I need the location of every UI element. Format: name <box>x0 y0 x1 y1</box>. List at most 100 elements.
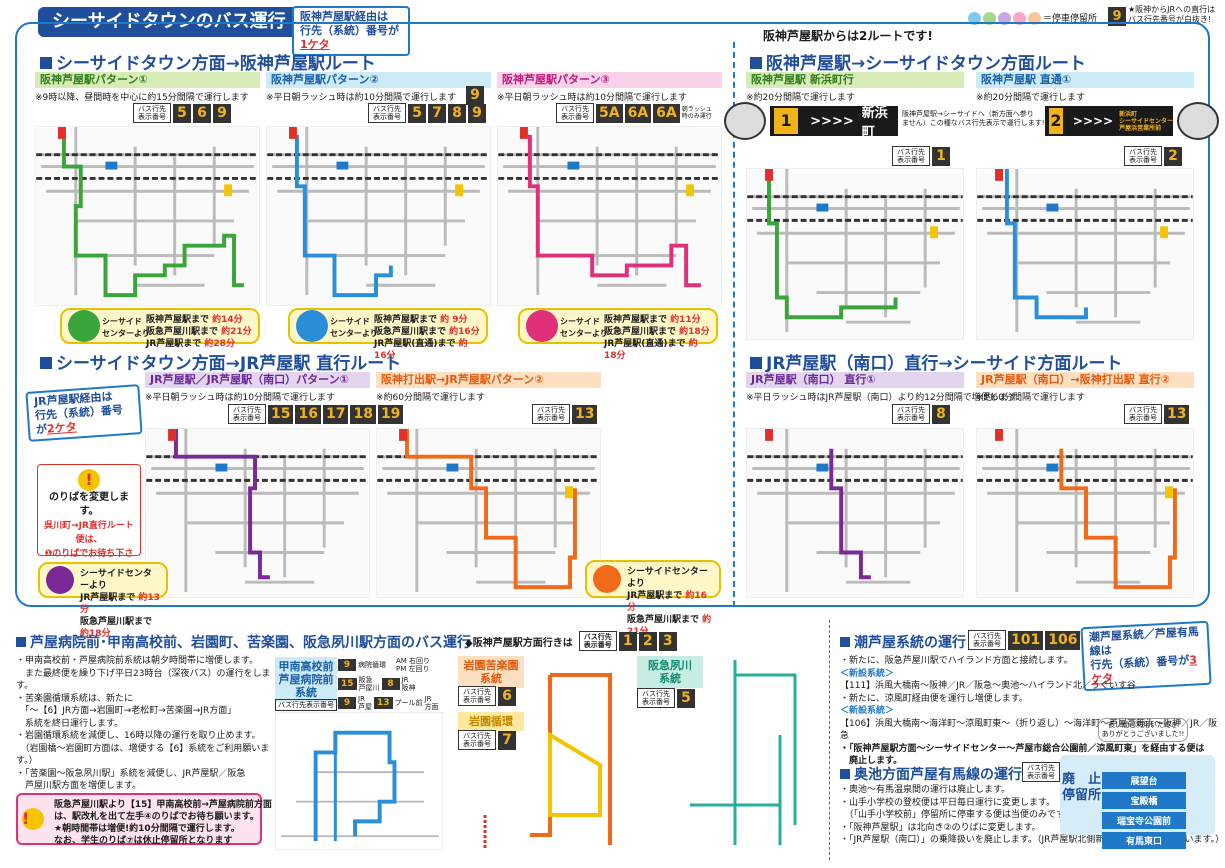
note-text: ◆阪神芦屋駅方面行きは <box>465 637 573 649</box>
bus-label: バス行先 表示番号 <box>637 688 675 708</box>
display-number: 2 <box>1049 108 1063 134</box>
pattern-note: ※約60分間隔で運行します <box>976 393 1085 403</box>
bullet-line: （「山手小学校前」停留所に停車する便は当便のみです。） <box>840 810 1078 820</box>
route-number: 106 <box>1045 630 1081 650</box>
two-routes-note: 阪神芦屋駅からは2ルートです! <box>757 27 939 44</box>
time-value: 約18分 <box>679 327 710 337</box>
bus-number-box: バス行先 表示番号 5 6 9 <box>133 103 231 123</box>
route-number-extra: 9 <box>466 86 484 105</box>
bullet-line: 【111】浜風大橋南～阪神／JR／阪急～奥池～ハイランド北／うぐいす谷 <box>840 681 1136 691</box>
route-map-konan <box>275 712 443 850</box>
bus-icon <box>68 310 100 342</box>
route-number: 5 <box>408 103 426 123</box>
bus-front-icon <box>724 102 766 140</box>
bullets-a: ・甲南高校前・芦屋病院前系統は朝夕時間帯に増便します。 また最終便を繰り下げ平日… <box>16 655 276 793</box>
bus-display-1: 1 >>>> 新浜町 <box>770 106 898 140</box>
system-konan-tag: バス行先表示番号 <box>275 699 337 711</box>
route-map-svg <box>690 660 797 845</box>
bus-label: バス行先 表示番号 <box>532 404 570 424</box>
pattern-band-r2: 阪神芦屋駅 直通① <box>976 72 1194 88</box>
legend-text: ＝停車停留所 <box>1043 14 1098 24</box>
time-label: JR芦屋駅まで <box>146 339 202 349</box>
legend-dot-icon <box>968 12 981 25</box>
bullet-line: ・奥池～有馬温泉間の運行は廃止します。 <box>840 785 1011 795</box>
time-label: JR芦屋駅(直通)まで <box>374 339 456 349</box>
bullet-line: 系統を終日運行します。 <box>16 718 124 729</box>
warning-icon: ! <box>22 808 44 830</box>
section-title-seaside-to-hanshin: シーサイドタウン方面→阪神芦屋駅ルート <box>40 49 376 74</box>
bullet-line: 「～【6】JR方面→岩園町→老松町→苦楽園→JR方面」 <box>16 706 237 716</box>
bullet-line: ・「阪神芦屋駅方面～シーサイドセンター～芦屋市総合公園前／涼風町東」を経由する便… <box>840 743 1205 754</box>
route-number: 5 <box>173 103 191 123</box>
pattern-band-2: 阪神芦屋駅パターン② <box>266 72 491 88</box>
route-map-svg <box>483 673 612 850</box>
route-number: 1 <box>932 146 950 166</box>
pattern-band-4: JR芦屋駅／JR芦屋駅（南口）パターン① <box>145 372 370 388</box>
display-explanation: 阪神芦屋駅→シーサイドへ（新方面へ参り ません）この種なバス行先表示で運行します… <box>902 110 1045 127</box>
time-label: 阪急芦屋川駅まで <box>627 615 700 625</box>
system-shukugawa: 阪急夙川 系統 <box>637 656 703 688</box>
bullet-line: ・苦楽園循環系統は、新たに <box>16 693 134 704</box>
time-value: 約28分 <box>204 339 235 349</box>
bus-number-box: バス行先 表示番号 6 <box>458 686 516 706</box>
route-map-3 <box>497 126 722 306</box>
bullets-c: ・奥池～有馬温泉間の運行は廃止します。 ・山手小学校の登校便は平日毎日運行に変更… <box>840 784 1224 847</box>
section-title-seaside-to-jr: シーサイドタウン方面→JR芦屋駅 直行ルート <box>40 349 401 374</box>
route-number: 15 <box>268 404 294 424</box>
bus-label: バス行先 表示番号 <box>458 730 496 750</box>
digit-callout-2: JR芦屋駅経由は 行先（系統）番号が2ケタ <box>25 384 143 442</box>
callout-highlight: 2ケタ <box>46 420 78 436</box>
travel-time-3: シーサイド センターより 阪神芦屋駅まで 約11分 阪急芦屋川駅まで 約18分 … <box>518 308 718 361</box>
system-iwazono-kurakuen: 岩園苦楽園 系統 <box>458 656 524 688</box>
time-label: 阪急芦屋川駅まで <box>604 327 677 337</box>
route-number: 3 <box>658 631 677 651</box>
bus-number-box: バス行先 表示番号 13 <box>532 404 598 424</box>
time-label: 阪急芦屋川駅まで <box>146 327 219 337</box>
time-label: 阪急芦屋川駅まで <box>374 327 447 337</box>
route-map-5 <box>376 428 601 598</box>
pattern-band-r3: JR芦屋駅（南口） 直行① <box>746 372 964 388</box>
pattern-note: ※平日朝ラッシュ時は約10分間隔で運行します <box>266 93 456 103</box>
bullet-line: ・「JR芦屋駅（南口）」の乗降扱いを廃止します。（JR芦屋駅北側新⑤のりばでお待… <box>840 835 1225 845</box>
pattern-band-3: 阪神芦屋駅パターン③ <box>497 72 722 88</box>
route-number: 18 <box>350 404 376 424</box>
pattern-note: ※平日朝ラッシュ時は約10分間隔で運行します <box>145 393 335 403</box>
bullet-line: ・岩園循環系統を減便し、16時以降の運行を取り止めます。 <box>16 731 261 741</box>
time-value: 約21分 <box>627 615 712 637</box>
route-number: 9 <box>468 103 486 123</box>
time-label: 阪神芦屋駅まで <box>374 315 438 325</box>
route-map-r3 <box>746 428 964 598</box>
bus-label: バス行先 表示番号 <box>133 103 171 123</box>
time-value: 約16分 <box>449 327 480 337</box>
route-number: 101 <box>1008 630 1044 650</box>
pattern-note: ※約60分間隔で運行します <box>376 393 485 403</box>
route-number: 8 <box>381 678 400 690</box>
time-label: JR芦屋駅まで <box>627 591 683 601</box>
route-number: 6A <box>653 103 680 123</box>
row-text: 阪急 芦屋川 <box>358 676 380 692</box>
route-number: 6 <box>498 686 516 706</box>
time-label: JR芦屋駅(直通)まで <box>604 339 686 349</box>
pattern-note: ※9時以降、昼間時を中心に約15分間隔で運行します <box>35 93 249 103</box>
legend-dot-icon <box>1028 12 1041 25</box>
time-label: 阪急芦屋川駅まで <box>80 617 153 627</box>
bullet-line: ・新たに、涼風町経由便を運行し増便します。 <box>840 693 1028 704</box>
bullet-line: 廃止します。 <box>840 756 903 766</box>
bus-front-icon <box>1177 102 1219 140</box>
route-number: 9 <box>338 697 356 709</box>
section-title-okuike: 奥池方面芦屋有馬線の運行 <box>840 764 1022 784</box>
bus-label: バス行先 表示番号 <box>368 103 406 123</box>
bus-number-box: バス行先 表示番号 15 16 17 18 19 <box>228 404 404 424</box>
callout-line: 行先（系統）番号が2ケタ <box>35 403 135 438</box>
row-text: JR 芦屋 <box>358 695 372 711</box>
callout-highlight: 1ケタ <box>300 38 330 51</box>
route-number: 8 <box>932 404 950 424</box>
route-number: 2 <box>638 631 657 651</box>
row-text: AM 右回り PM 左回り <box>396 657 431 673</box>
notice-line: 呉川町→JR直行ルート便は、 <box>44 521 134 545</box>
discontinued-stop: 展望台 <box>1102 772 1186 789</box>
bus-icon <box>296 310 328 342</box>
route-map-svg <box>498 127 721 296</box>
time-value: 約16分 <box>627 591 707 613</box>
